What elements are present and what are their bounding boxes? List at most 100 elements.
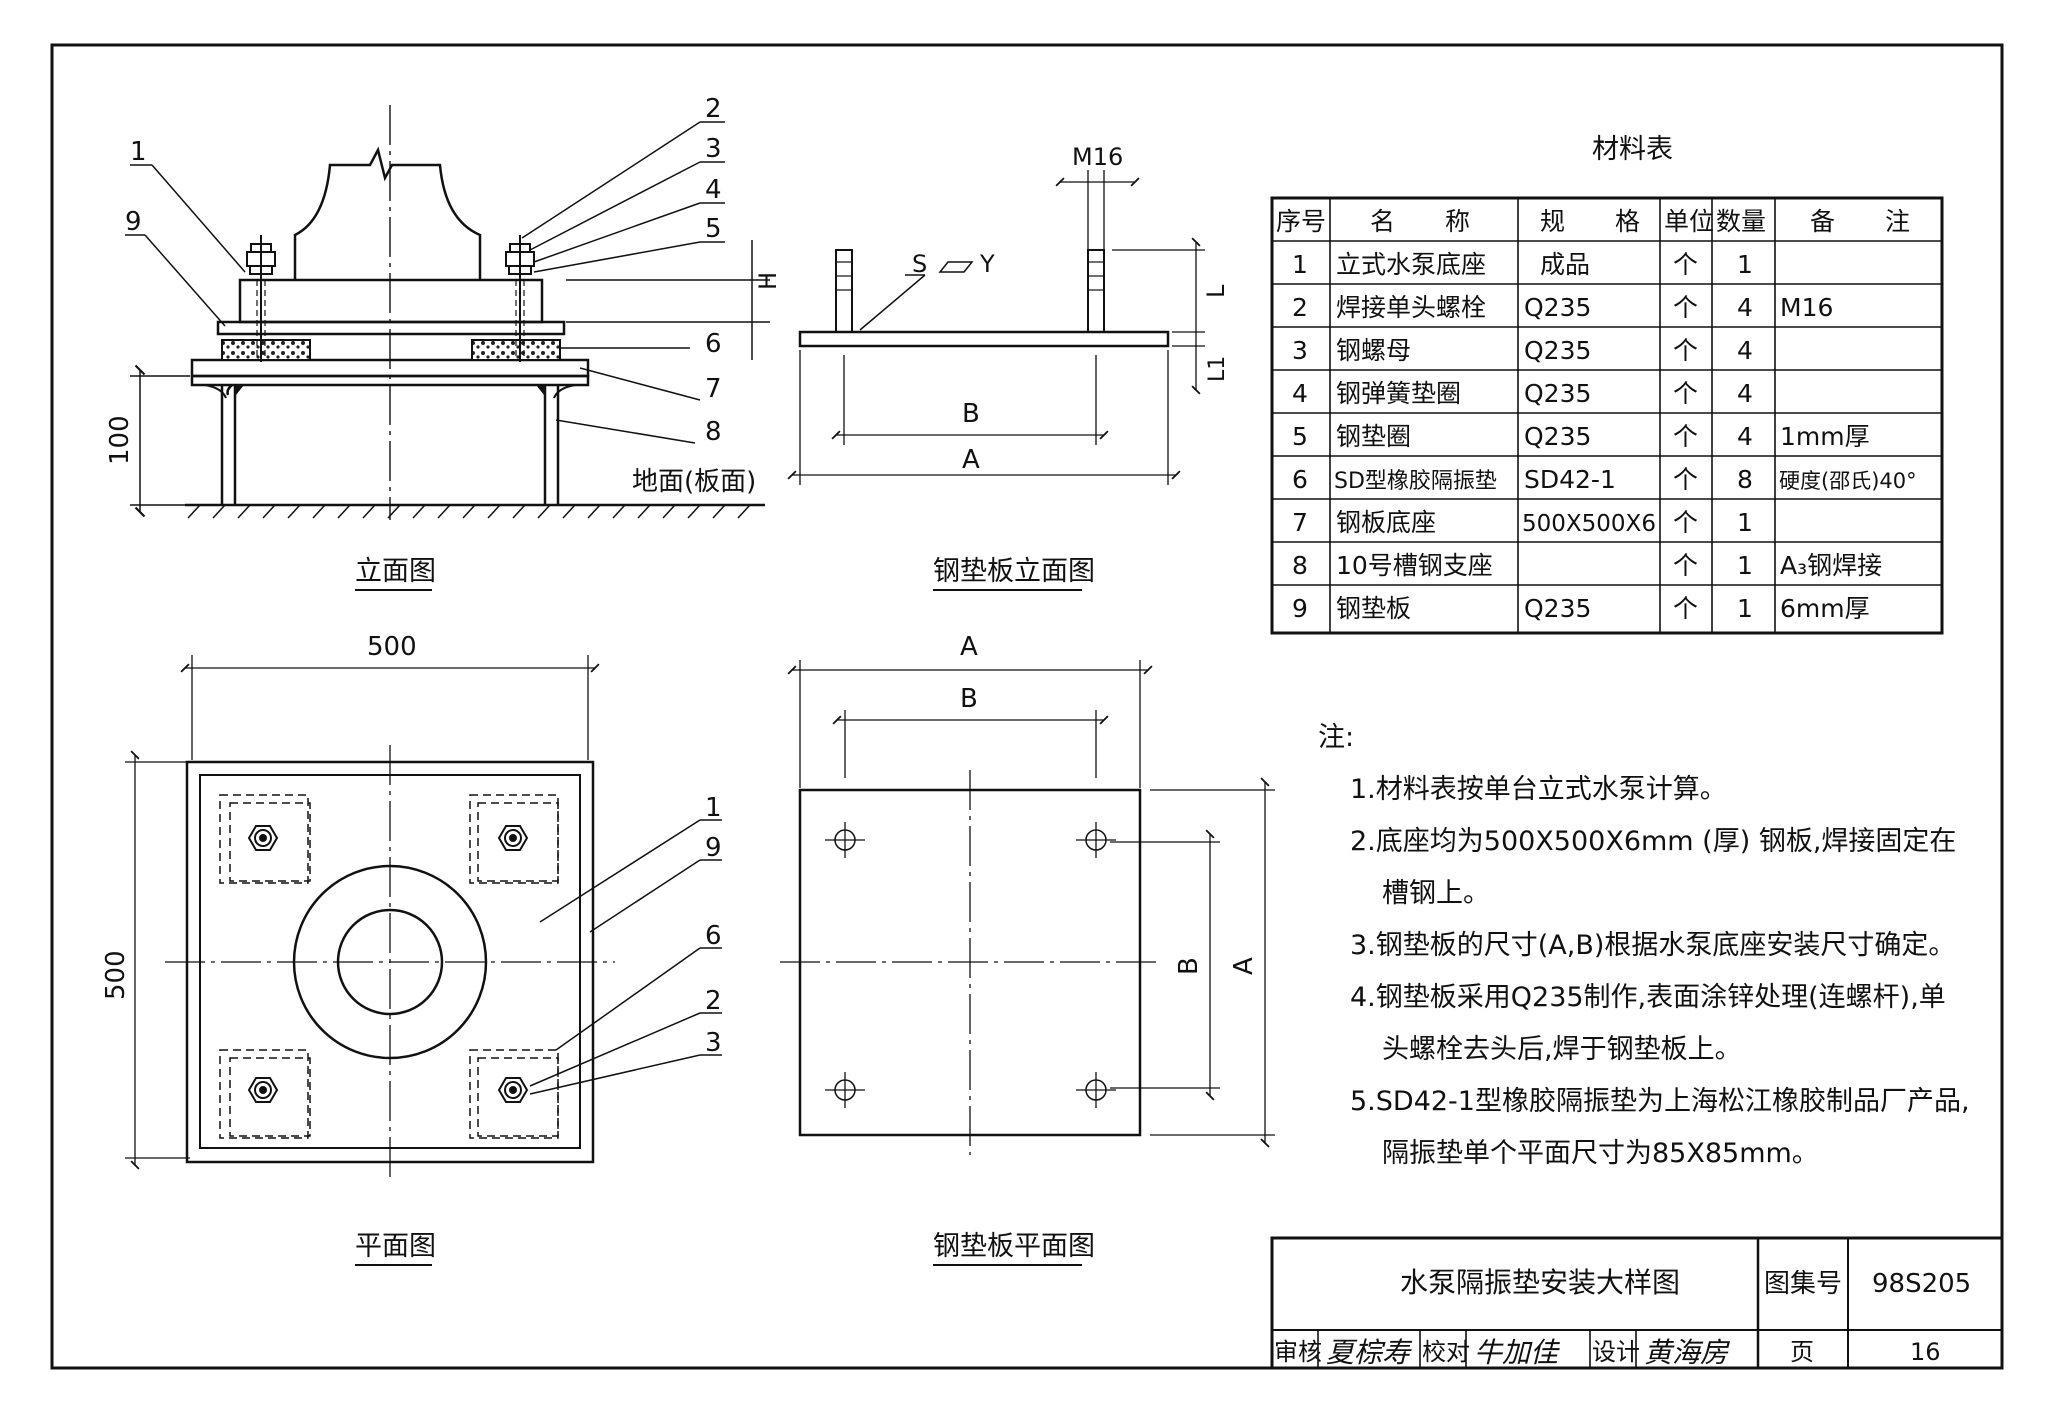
dim-500-height: 500 (101, 950, 131, 1000)
table-cell: M16 (1780, 293, 1833, 322)
callout-2: 2 (705, 94, 722, 124)
table-cell: 焊接单头螺栓 (1336, 293, 1486, 322)
table-cell: 个 (1673, 465, 1698, 494)
weld-symbol: S (912, 250, 927, 278)
table-cell: 立式水泵底座 (1336, 250, 1486, 279)
review-label: 审核 (1274, 1338, 1322, 1366)
note-2: 2.底座均为500X500X6mm (厚) 钢板,焊接固定在 (1350, 826, 1957, 857)
table-cell: 500X500X6 (1522, 511, 1656, 537)
table-cell: 6 (1292, 465, 1308, 494)
caption-elevation: 立面图 (355, 556, 436, 587)
note-3: 3.钢垫板的尺寸(A,B)根据水泵底座安装尺寸确定。 (1350, 930, 1956, 961)
table-cell: A₃钢焊接 (1780, 551, 1882, 580)
pad-elevation-view (787, 170, 1205, 591)
ground-label: 地面(板面) (632, 467, 756, 497)
table-cell: 7 (1292, 508, 1308, 537)
dim-A: A (962, 445, 980, 475)
design-label: 设计 (1592, 1338, 1640, 1366)
callout-9: 9 (125, 207, 142, 237)
table-cell: 1mm厚 (1780, 422, 1870, 451)
material-table (1270, 196, 1944, 635)
page-number: 16 (1910, 1338, 1941, 1366)
table-cell: Q235 (1524, 594, 1591, 623)
table-cell: 个 (1673, 379, 1698, 408)
callout-6: 6 (705, 329, 722, 359)
note-4-cont: 头螺栓去头后,焊于钢垫板上。 (1382, 1034, 1742, 1065)
table-cell: 个 (1673, 594, 1698, 623)
plan-callout-3: 3 (705, 1028, 722, 1058)
dim-500-width: 500 (367, 632, 417, 662)
pad-plan-dim-B: B (960, 684, 978, 714)
dim-m16: M16 (1072, 143, 1123, 171)
callout-7: 7 (705, 374, 722, 404)
table-cell: 4 (1737, 336, 1753, 365)
th-qty: 数量 (1716, 207, 1766, 236)
table-cell: 个 (1673, 250, 1698, 279)
plan-view (125, 655, 722, 1266)
table-cell: 钢螺母 (1336, 336, 1411, 365)
elevation-view (125, 105, 770, 591)
design-signature: 黄海房 (1644, 1336, 1730, 1369)
table-body: 1 立式水泵底座 成品 个 1 2 焊接单头螺栓 Q235 个 4 M16 3 … (1292, 250, 1917, 623)
table-cell: SD型橡胶隔振垫 (1334, 469, 1497, 494)
table-cell: Q235 (1524, 422, 1591, 451)
table-cell: 1 (1737, 250, 1753, 279)
table-cell: 8 (1292, 551, 1308, 580)
table-cell: 10号槽钢支座 (1336, 551, 1493, 580)
drawing-title: 水泵隔振垫安装大样图 (1400, 1266, 1680, 1299)
plan-callout-9: 9 (705, 833, 722, 863)
review-signature: 夏棕寿 (1326, 1336, 1413, 1369)
note-5-cont: 隔振垫单个平面尺寸为85X85mm。 (1382, 1138, 1819, 1169)
table-cell: 钢垫圈 (1336, 422, 1411, 451)
check-signature: 牛加佳 (1474, 1336, 1561, 1369)
table-cell: Q235 (1524, 293, 1591, 322)
callout-8: 8 (705, 417, 722, 447)
callout-1: 1 (130, 137, 147, 167)
callout-4: 4 (705, 175, 722, 205)
table-cell: 1 (1292, 250, 1308, 279)
notes-heading: 注: (1318, 722, 1355, 753)
note-1: 1.材料表按单台立式水泵计算。 (1350, 774, 1727, 805)
table-cell: 钢弹簧垫圈 (1336, 379, 1461, 408)
caption-pad-elevation: 钢垫板立面图 (933, 556, 1095, 587)
table-cell: 5 (1292, 422, 1308, 451)
dim-L: L (1202, 284, 1230, 298)
callout-5: 5 (705, 214, 722, 244)
table-cell: 4 (1737, 293, 1753, 322)
table-cell: Q235 (1524, 379, 1591, 408)
pad-plan-view (780, 660, 1275, 1266)
note-5: 5.SD42-1型橡胶隔振垫为上海松江橡胶制品厂产品, (1350, 1086, 1970, 1117)
table-cell: 个 (1673, 508, 1698, 537)
dim-H: H (754, 272, 782, 290)
table-cell: 1 (1737, 508, 1753, 537)
table-cell: 4 (1737, 422, 1753, 451)
table-cell: SD42-1 (1524, 465, 1616, 494)
atlas-label: 图集号 (1764, 1269, 1842, 1299)
caption-pad-plan: 钢垫板平面图 (933, 1231, 1095, 1262)
table-cell: 1 (1737, 551, 1753, 580)
table-cell: 2 (1292, 293, 1308, 322)
pad-plan-side-A: A (1229, 957, 1259, 975)
title-block (1270, 1236, 2004, 1370)
table-cell: Q235 (1524, 336, 1591, 365)
table-cell: 4 (1737, 379, 1753, 408)
table-cell: 3 (1292, 336, 1308, 365)
caption-plan: 平面图 (355, 1231, 436, 1262)
weld-symbol-y: Y (979, 250, 995, 278)
material-table-title: 材料表 (1592, 134, 1673, 165)
table-cell: 钢垫板 (1336, 594, 1411, 623)
table-cell: 6mm厚 (1780, 594, 1870, 623)
atlas-number: 98S205 (1872, 1269, 1971, 1299)
th-unit: 单位 (1664, 207, 1714, 236)
table-cell: 1 (1737, 594, 1753, 623)
table-cell: 个 (1673, 422, 1698, 451)
callout-3: 3 (705, 134, 722, 164)
note-4: 4.钢垫板采用Q235制作,表面涂锌处理(连螺杆),单 (1350, 982, 1946, 1013)
table-cell: 个 (1673, 293, 1698, 322)
th-no: 序号 (1276, 207, 1326, 236)
th-spec: 规 格 (1540, 207, 1640, 236)
check-label: 校对 (1422, 1338, 1470, 1366)
plan-callout-6: 6 (705, 921, 722, 951)
th-name: 名 称 (1370, 207, 1470, 236)
table-cell: 个 (1673, 336, 1698, 365)
